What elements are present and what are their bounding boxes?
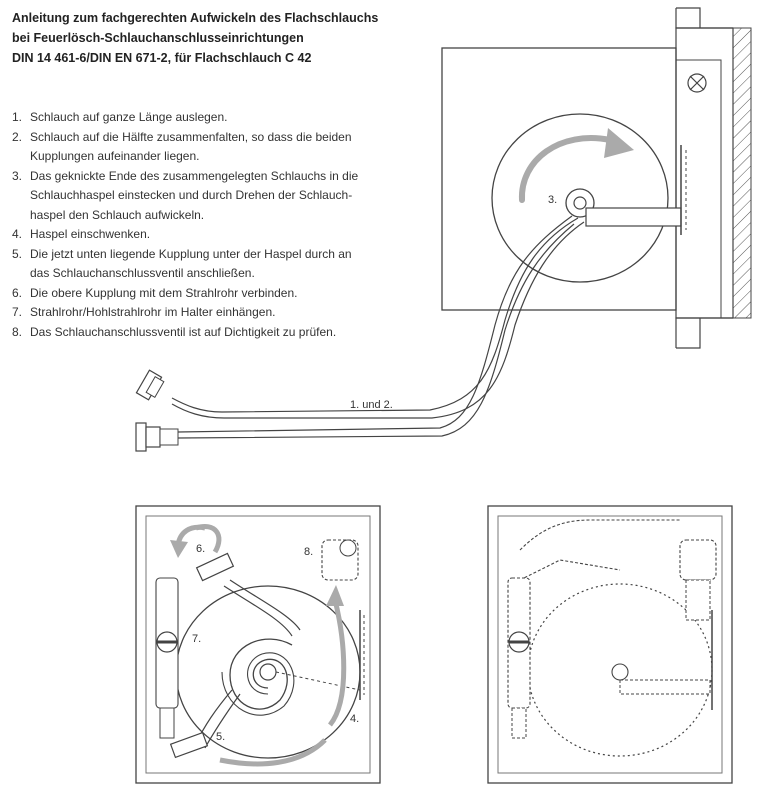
step-item: 3.Das geknickte Ende des zusammengelegte… [12, 168, 359, 222]
bottom-left-diagram: 6. 8. 7. 4. 5. [135, 505, 381, 784]
label-step-4: 4. [350, 713, 359, 725]
label-step-1-2: 1. und 2. [350, 399, 393, 411]
valve-icon [687, 73, 707, 93]
nozzle-icon [507, 577, 531, 739]
step-list: 1.Schlauch auf ganze Länge auslegen. 2.S… [12, 108, 412, 342]
label-step-8: 8. [304, 546, 313, 558]
coupling-upper-icon [135, 369, 165, 401]
instruction-title: Anleitung zum fachgerechten Aufwickeln d… [12, 8, 412, 68]
coupling-lower-icon [135, 422, 179, 452]
title-line-1: Anleitung zum fachgerechten Aufwickeln d… [12, 11, 379, 25]
flat-hose [171, 215, 585, 439]
connection-valve-icon [321, 539, 359, 581]
step-item: 6.Die obere Kupplung mit dem Strahlrohr … [12, 285, 298, 300]
step-item: 7.Strahlrohr/Hohlstrahlrohr im Halter ei… [12, 305, 276, 319]
title-line-3: DIN 14 461-6/DIN EN 671-2, für Flachschl… [12, 51, 312, 65]
title-line-2: bei Feuerlösch-Schlauchanschlusseinricht… [12, 31, 304, 45]
step-item: 8.Das Schlauchanschlussventil ist auf Di… [12, 324, 337, 339]
wall-section [675, 7, 752, 349]
reel-disc [491, 113, 669, 283]
step-item: 2.Schlauch auf die Hälfte zusammenfalten… [12, 129, 352, 164]
label-step-6: 6. [196, 543, 205, 555]
label-step-5: 5. [216, 731, 225, 743]
bottom-right-diagram [487, 505, 733, 784]
top-reel-diagram: 3. 1. und 2. [135, 7, 752, 452]
step-item: 5.Die jetzt unten liegende Kupplung unte… [12, 246, 352, 281]
step-item: 1.Schlauch auf ganze Länge auslegen. [12, 110, 228, 124]
rotation-arrow-icon [518, 128, 634, 203]
cabinet-box [441, 47, 677, 311]
step-item: 4.Haspel einschwenken. [12, 227, 151, 241]
swing-arrow-icon [170, 524, 347, 767]
swing-arm [585, 207, 682, 227]
nozzle-icon [155, 577, 179, 739]
label-step-3: 3. [548, 194, 557, 206]
label-step-7: 7. [192, 633, 201, 645]
connection-valve-icon [679, 539, 717, 621]
